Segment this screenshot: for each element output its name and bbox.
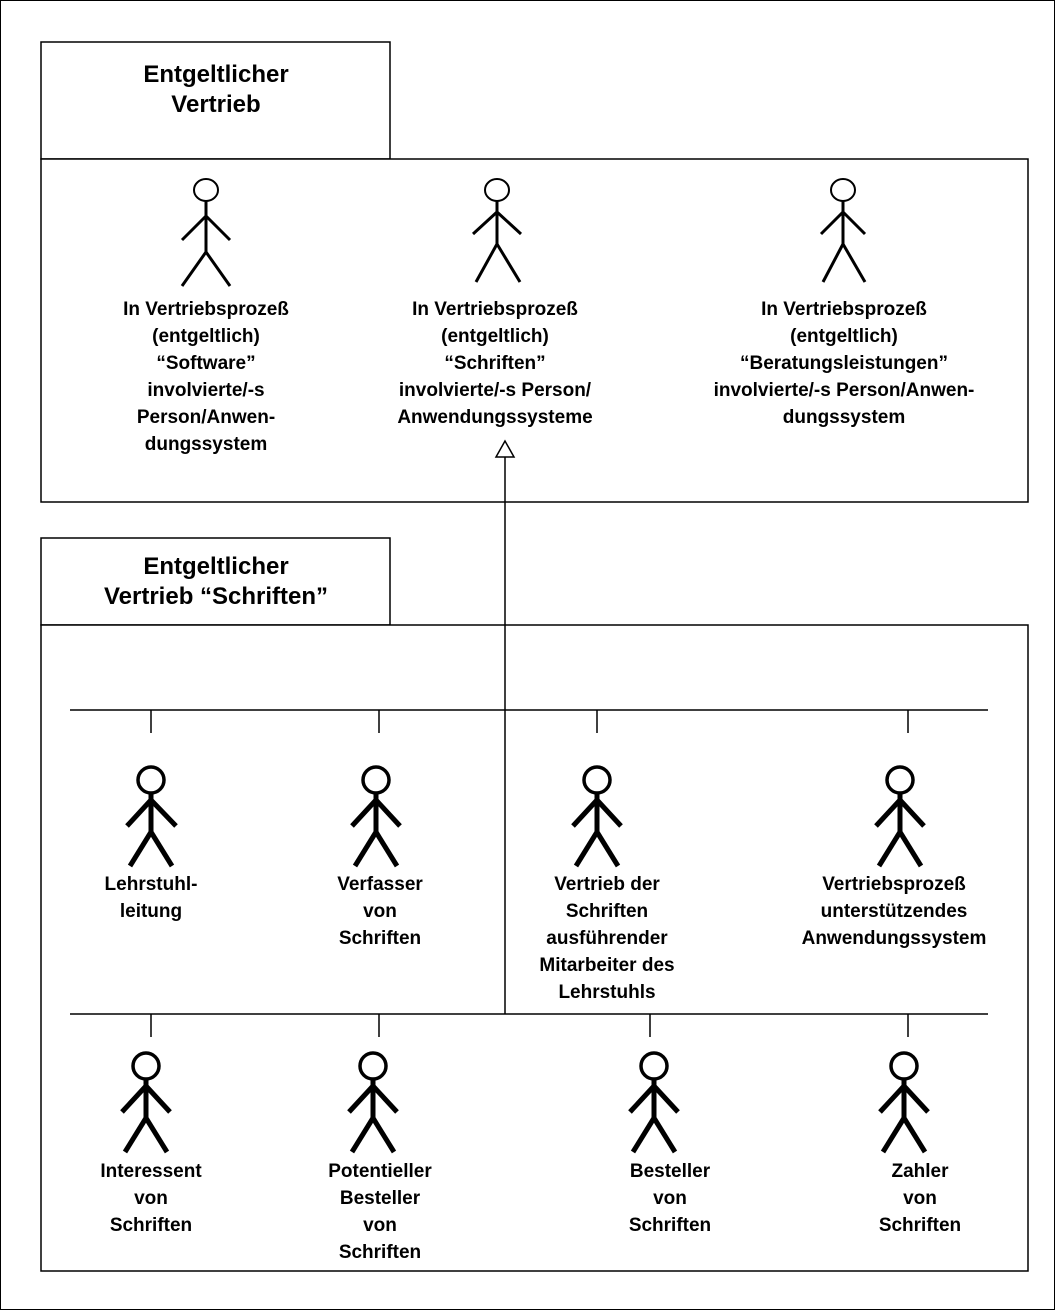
actor-icon [120, 1051, 172, 1154]
actor-label: Vertriebsprozeß unterstützendes Anwendun… [801, 874, 987, 949]
package-title: Entgeltlicher Vertrieb [143, 61, 289, 118]
actor-icon [819, 178, 867, 283]
actor-label: Besteller von Schriften [628, 1161, 712, 1236]
actor-label: Potentieller Besteller von Schriften [328, 1161, 432, 1263]
actor-icon [180, 178, 232, 287]
actor-icon [878, 1051, 930, 1154]
actor-label: Lehrstuhl- leitung [104, 874, 198, 922]
actor-icon [471, 178, 523, 283]
generalization-arrowhead [494, 439, 516, 458]
actor-label: In Vertriebsprozeß (entgeltlich) “Softwa… [123, 299, 289, 455]
actor-label: Interessent von Schriften [100, 1161, 202, 1236]
actor-icon [571, 765, 623, 868]
package-title: Entgeltlicher Vertrieb “Schriften” [103, 553, 329, 610]
generalization-tree [70, 456, 988, 1037]
package-bottom-tab [40, 537, 391, 626]
package-top-tab [40, 41, 391, 160]
actor-icon [347, 1051, 399, 1154]
actor-label: Verfasser von Schriften [337, 874, 423, 949]
actor-label: In Vertriebsprozeß (entgeltlich) “Schrif… [397, 299, 593, 428]
package-bottom-body [40, 624, 1029, 1272]
actor-label: Zahler von Schriften [878, 1161, 962, 1236]
actor-label: In Vertriebsprozeß (entgeltlich) “Beratu… [713, 299, 975, 428]
actor-label: Vertrieb der Schriften ausführender Mita… [539, 874, 675, 1003]
actor-icon [350, 765, 402, 868]
actor-icon [125, 765, 178, 868]
actor-icon [628, 1051, 680, 1154]
actor-icon [874, 765, 926, 868]
